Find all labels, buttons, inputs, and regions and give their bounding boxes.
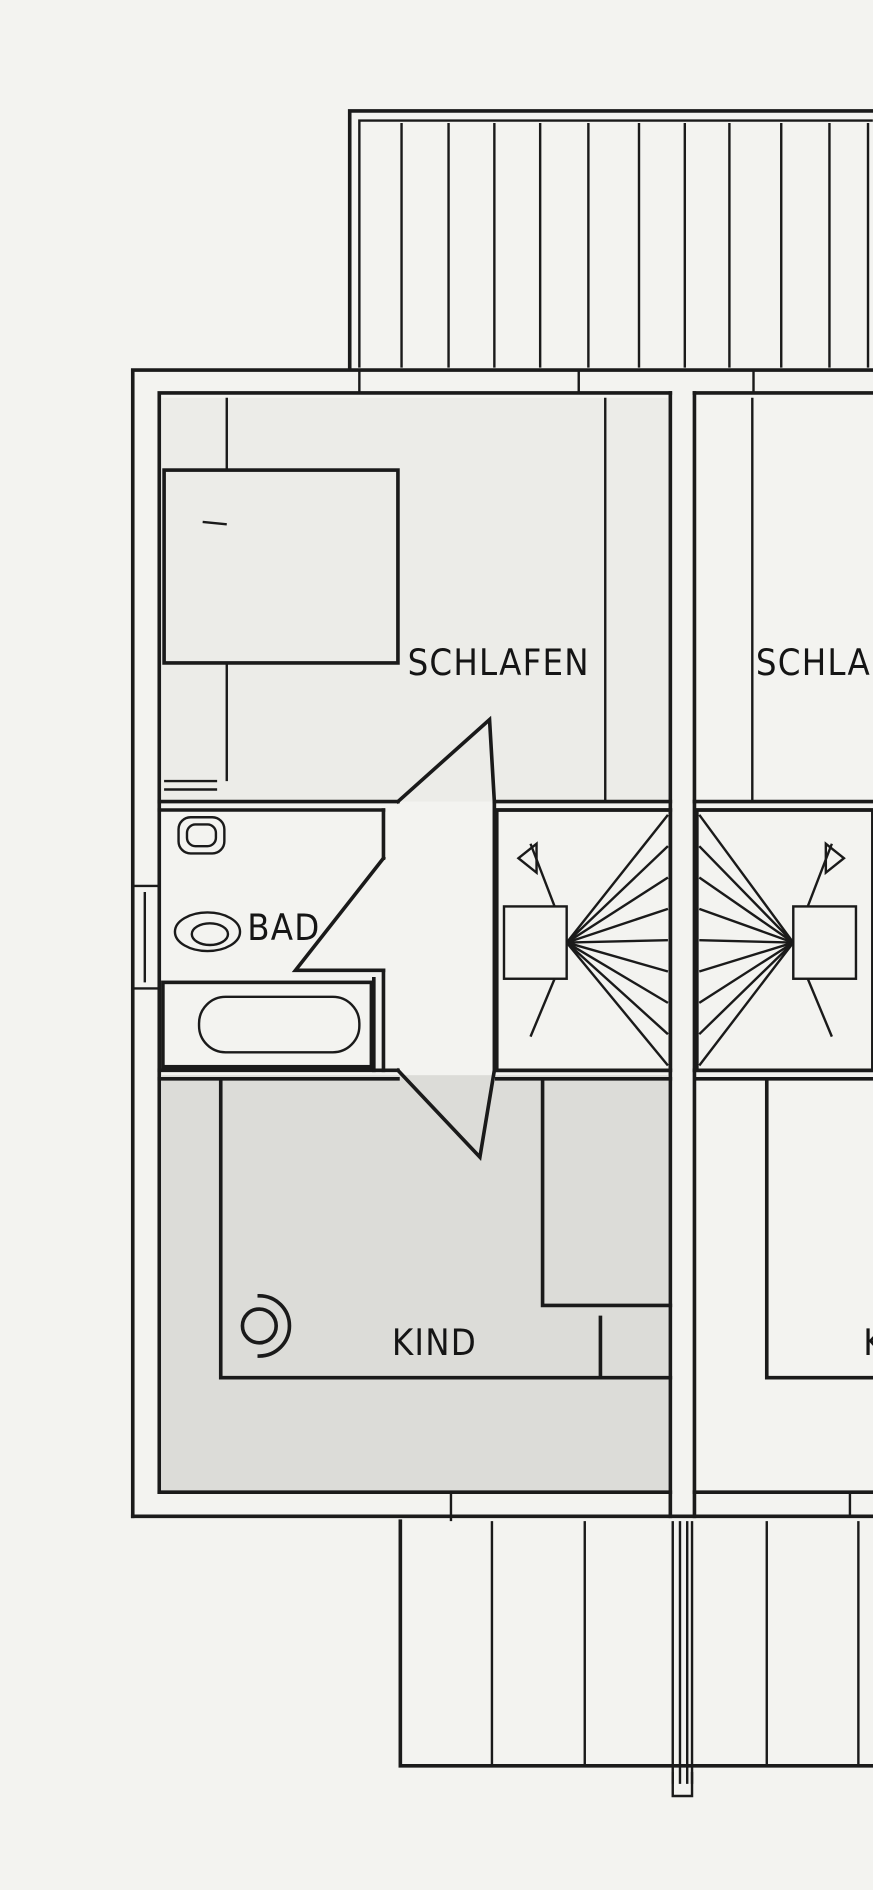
top-balcony [347,109,873,370]
room-label-schlafen-right: SCHLA [756,641,871,684]
kind-right-room [764,1076,873,1380]
stair-tread [566,941,669,973]
stair-tread [529,978,556,1038]
bottom-balcony [398,1519,873,1798]
stair-tread [698,941,795,1036]
stair-tread [566,907,669,944]
stair-tread [529,843,556,907]
wardrobe [164,397,228,791]
room-label-bad: BAD [247,906,320,949]
stair-tread [566,876,669,944]
stair-tread [698,845,795,944]
stair-tread [566,941,669,1004]
bed [162,468,400,665]
stair-tread [698,876,794,944]
stair-tread [698,907,794,944]
exterior-walls [130,368,873,1522]
schlafen-shade [161,397,668,802]
room-label-kind-right: K [863,1321,873,1364]
bathtub [161,980,374,1069]
hallway-outline [395,715,497,1162]
stair-tread [698,814,795,944]
stair-tread [565,814,669,944]
staircase-left [494,808,673,1073]
stair-tread [698,941,795,1067]
stair-tread [698,941,794,1004]
kind-room-outline [218,1076,673,1380]
staircase-right [695,808,873,1073]
stair-tread [566,938,668,944]
stair-tread [565,845,669,944]
stair-tread [806,843,833,907]
stair-tread [806,978,833,1038]
sink [173,911,242,953]
toilet [177,816,226,855]
kind-cabinet [540,1076,673,1380]
kind-room-shade [161,1075,668,1492]
room-label-kind: KIND [392,1321,477,1364]
stair-tread [699,938,794,944]
bad-door [291,855,387,973]
stair-tread [565,941,669,1067]
plant-icon [240,1293,292,1358]
stair-tread [698,941,794,973]
party-wall [668,391,697,1519]
stair-tread [565,941,669,1036]
room-label-schlafen: SCHLAFEN [408,641,590,684]
